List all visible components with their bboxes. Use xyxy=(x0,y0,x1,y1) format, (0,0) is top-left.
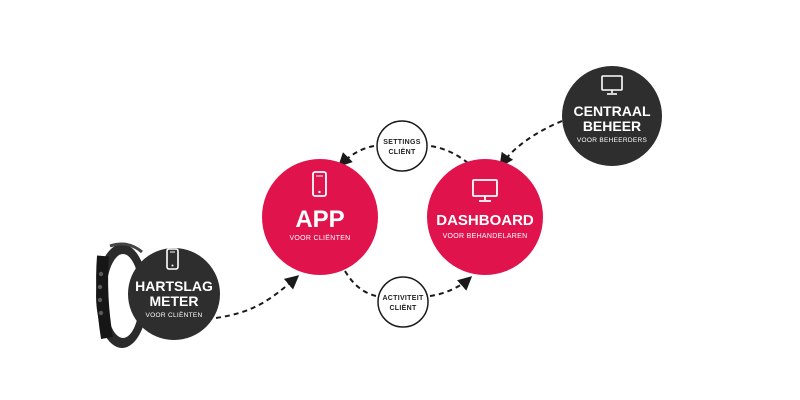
connector-centraal-to-dashboard xyxy=(499,120,563,168)
app-subtitle: VOOR CLIËNTEN xyxy=(289,234,350,242)
connector-dashboard-to-settings xyxy=(429,145,469,164)
hartslag-title-line2: METER xyxy=(150,293,199,309)
activiteit-line1: ACTIVITEIT xyxy=(382,295,424,302)
app-title: APP xyxy=(295,206,344,233)
smartphone-icon xyxy=(166,248,179,270)
hartslag-title-line1: HARTSLAG xyxy=(135,278,213,294)
node-dashboard: DASHBOARD VOOR BEHANDELAREN xyxy=(427,159,543,275)
centraal-title-line1: CENTRAAL xyxy=(574,103,651,119)
monitor-icon xyxy=(472,179,498,202)
connector-settings-to-app xyxy=(338,145,375,167)
dashboard-subtitle: VOOR BEHANDELAREN xyxy=(443,233,528,240)
settings-line1: SETTINGS xyxy=(383,139,420,146)
centraal-subtitle: VOOR BEHEERDERS xyxy=(577,137,648,144)
node-app: APP VOOR CLIËNTEN xyxy=(262,159,378,275)
connector-app-to-activiteit xyxy=(344,270,377,297)
settings-line2: CLIËNT xyxy=(388,148,415,156)
dashboard-title: DASHBOARD xyxy=(436,212,534,229)
hartslag-subtitle: VOOR CLIËNTEN xyxy=(146,311,203,319)
node-centraal-beheer: CENTRAAL BEHEER VOOR BEHEERDERS xyxy=(562,66,662,166)
node-activiteit-client: ACTIVITEIT CLIËNT xyxy=(377,276,429,328)
smartphone-icon xyxy=(312,171,327,197)
node-hartslag-meter: HARTSLAG METER VOOR CLIËNTEN xyxy=(128,248,220,340)
activiteit-line2: CLIËNT xyxy=(389,304,416,312)
node-settings-client: SETTINGS CLIËNT xyxy=(376,120,428,172)
connector-hartslag-to-app xyxy=(215,275,300,319)
monitor-icon xyxy=(601,75,623,95)
centraal-title-line2: BEHEER xyxy=(583,118,641,134)
connector-activiteit-to-dashboard xyxy=(429,276,473,297)
